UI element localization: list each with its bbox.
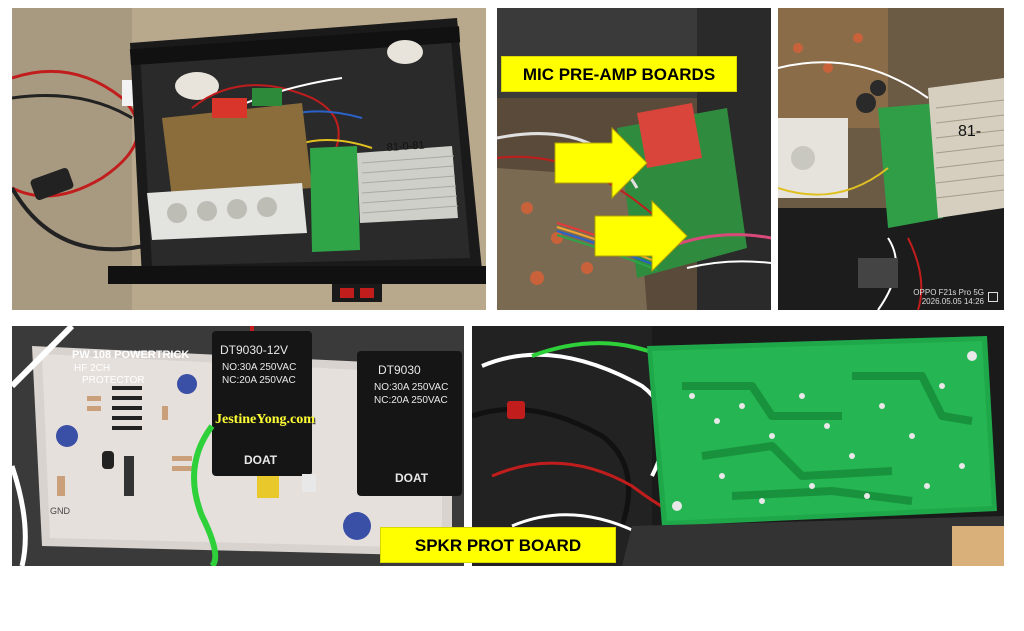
camera-datetime: 2026.05.05 14:26 [921,297,984,306]
relay-2 [357,351,462,496]
pcb-silk-line2: HF 2CH [74,363,110,374]
watermark: JestineYong.com [215,412,315,427]
photo-speaker-protector: DT9030-12V NO:30A 250VAC NC:20A 250VAC D… [12,326,464,566]
photo-closeup-heatsink: 81- OPPO F21s Pro 5G 2026.05.05 14:26 [778,8,1004,310]
relay-1-model: DT9030-12V [220,343,288,357]
green-board-illustration [472,326,1004,566]
camera-logo-icon [988,292,998,302]
amp-board-label: 81-0-81 [386,139,425,154]
camera-model: OPPO F21s Pro 5G [913,288,984,297]
photo-mic-preamp: MIC PRE-AMP BOARDS [497,8,771,310]
pcb-silk-gnd: GND [50,506,71,516]
relay-1-rating-no: NO:30A 250VAC [222,362,296,373]
pcb-silk-line3: PROTECTOR [82,375,145,386]
relay-2-brand: DOAT [395,471,429,485]
relay-2-rating-nc: NC:20A 250VAC [374,395,448,406]
spkr-prot-callout: SPKR PROT BOARD [380,527,616,563]
mic-preamp-callout: MIC PRE-AMP BOARDS [501,56,737,92]
relay-2-model: DT9030 [378,363,421,377]
amplifier-interior-illustration: 81-0-81 [12,8,486,310]
speaker-protector-illustration: DT9030-12V NO:30A 250VAC NC:20A 250VAC D… [12,326,464,566]
arrow-pointer-icon [594,199,688,273]
photo-amplifier-interior: 81-0-81 [12,8,486,310]
arrow-pointer-icon [554,126,648,200]
pcb-silk-line1: PW 108 POWERTRICK [72,349,189,361]
camera-stamp: OPPO F21s Pro 5G 2026.05.05 14:26 [913,288,984,306]
relay-1-rating-nc: NC:20A 250VAC [222,375,296,386]
closeup-heatsink-illustration: 81- [778,8,1004,310]
photo-green-board [472,326,1004,566]
relay-1 [212,331,312,476]
closeup-board-label: 81- [958,123,981,140]
relay-2-rating-no: NO:30A 250VAC [374,382,448,393]
mic-preamp-illustration [497,8,771,310]
relay-1-brand: DOAT [244,453,278,467]
